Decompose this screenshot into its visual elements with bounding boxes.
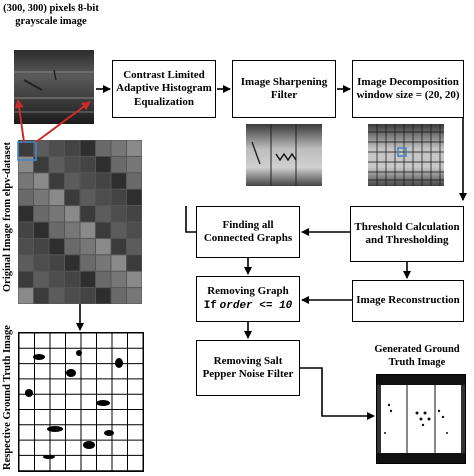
decompose-step-label: Image Decomposition window size = (20, 2… [356, 75, 460, 101]
clahe-step-label: Contrast Limited Adaptive Histogram Equa… [116, 69, 212, 108]
threshold-step-label: Threshold Calculation and Thresholding [354, 220, 460, 246]
truth-side-label: Respective Ground Truth Image [2, 325, 13, 470]
remove-graph-if: If [203, 299, 217, 312]
salt-pepper-step: Removing Salt Pepper Noise Filter [196, 340, 300, 396]
salt-pepper-step-label: Removing Salt Pepper Noise Filter [202, 354, 294, 380]
single-cell-image [14, 50, 94, 124]
reconstruct-step: Image Reconstruction [352, 280, 464, 322]
generated-truth-image [376, 374, 466, 464]
threshold-step: Threshold Calculation and Thresholding [350, 206, 464, 262]
find-graphs-step: Finding all Connected Graphs [196, 206, 300, 258]
sharpen-step: Image Sharpening Filter [232, 60, 336, 118]
reconstruct-step-label: Image Reconstruction [356, 294, 460, 307]
decomposed-image [368, 124, 444, 186]
arrow-clahe-loop-top [185, 206, 196, 233]
original-module-image [18, 140, 142, 304]
ground-truth-module-image [18, 332, 144, 472]
find-graphs-step-label: Finding all Connected Graphs [203, 218, 293, 244]
sharpen-step-label: Image Sharpening Filter [240, 75, 328, 101]
remove-graph-step: Removing Graph If order <= 10 [196, 276, 300, 322]
remove-graph-order: order <= 10 [219, 299, 293, 312]
original-side-label: Original Image from elpv-dataset [2, 142, 13, 292]
clahe-step: Contrast Limited Adaptive Histogram Equa… [112, 60, 216, 118]
top-image-caption: (300, 300) pixels 8-bit grayscale image [3, 3, 99, 27]
generated-caption: Generated Ground Truth Image [374, 344, 460, 368]
remove-graph-label: Removing Graph [207, 285, 289, 298]
arrow-salt-to-generated [300, 367, 375, 420]
decompose-step: Image Decomposition window size = (20, 2… [352, 60, 464, 118]
window-marker [397, 147, 407, 157]
sharpened-image [246, 124, 322, 186]
remove-graph-condition: If order <= 10 [204, 299, 293, 313]
